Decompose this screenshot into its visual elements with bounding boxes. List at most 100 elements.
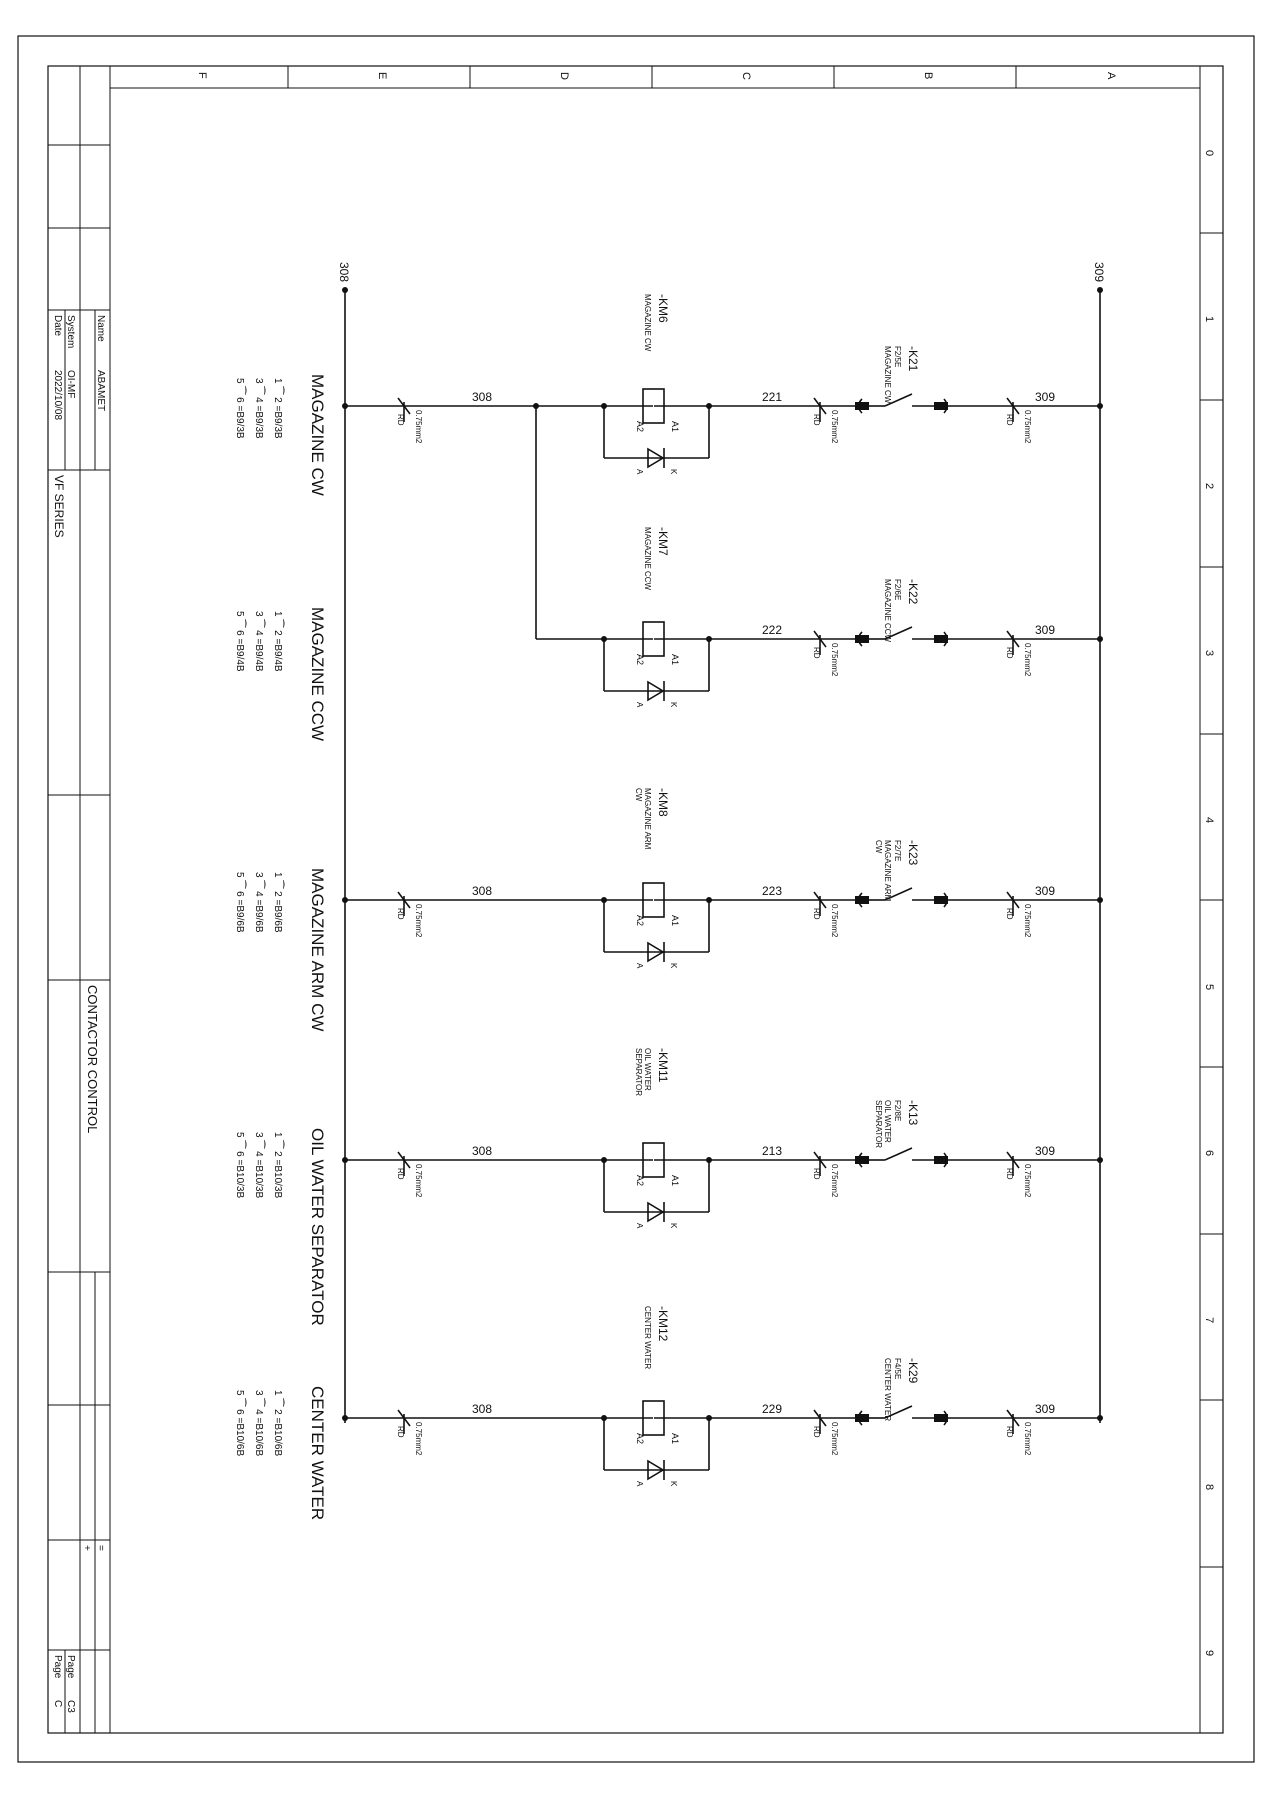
number-zone-strip [1200, 232, 1223, 1568]
contact-connector-left [855, 1414, 869, 1422]
junction-dot [1097, 1157, 1103, 1163]
coil-terminal-a1: A1 [670, 421, 680, 432]
system-value: OI-MF [65, 370, 76, 398]
coil-terminal-a1: A1 [670, 1175, 680, 1186]
zone-letter-B: B [922, 72, 934, 79]
zone-number-0: 0 [1203, 150, 1215, 156]
contact-connector-cup [943, 1152, 948, 1168]
contact-blade [884, 393, 913, 407]
wire-color-label: RD [1005, 1426, 1014, 1438]
coil-tag: -KM11 [656, 1048, 670, 1083]
contact-blade [884, 1147, 913, 1161]
coil-terminal-a2: A2 [635, 1433, 645, 1444]
wire-number-right: 309 [1035, 1402, 1055, 1416]
system-label: System [65, 315, 76, 348]
outer-frame [17, 35, 1255, 1763]
coil-tag: -KM8 [656, 788, 670, 817]
wire-number-left: 308 [472, 390, 492, 404]
contact-reference: F2/7E [893, 840, 902, 861]
wire-color-label: RD [1005, 414, 1014, 426]
coil-symbol [642, 388, 665, 424]
wire-spec-label: 0.75mm2 [414, 1422, 423, 1456]
wire-number-right: 309 [1035, 390, 1055, 404]
name-label: Name [95, 315, 106, 342]
wire-spec-label: 0.75mm2 [830, 1164, 839, 1198]
rung-title: MAGAZINE CW [308, 374, 327, 496]
diode-terminal-a: A [635, 702, 644, 708]
zone-number-7: 7 [1203, 1317, 1215, 1323]
rung-title: MAGAZINE ARM CW [308, 868, 327, 1031]
zone-number-4: 4 [1203, 817, 1215, 823]
aux-contact-ref: 3 ⁀ 4 =B10/3B [253, 1132, 266, 1198]
zone-number-6: 6 [1203, 1150, 1215, 1156]
contact-connector-right [934, 1156, 948, 1164]
wire-number-mid: 222 [762, 623, 782, 637]
date-label: Date [52, 315, 63, 337]
diode-terminal-k: K [669, 1481, 678, 1487]
contact-description: MAGAZINE CCW [883, 579, 892, 643]
junction-dot [1097, 897, 1103, 903]
junction-dot [533, 403, 539, 409]
contact-description: CW [874, 840, 883, 854]
contact-connector-cup [857, 892, 863, 908]
junction-dot [342, 403, 348, 409]
diode-symbol [647, 1201, 665, 1223]
wire-spec-label: 0.75mm2 [1023, 1164, 1032, 1198]
wire-number-mid: 221 [762, 390, 782, 404]
junction-dot [342, 1157, 348, 1163]
wire-number-left: 308 [472, 1144, 492, 1158]
contact-tag: -K22 [906, 579, 920, 605]
wire-number-mid: 213 [762, 1144, 782, 1158]
plus-sign: + [81, 1545, 92, 1551]
page-value-2: C [52, 1700, 63, 1707]
contact-description: MAGAZINE ARM [883, 840, 892, 902]
name-value: ABAMET [95, 370, 106, 411]
contact-connector-cup [857, 631, 863, 647]
contact-description: MAGAZINE CW [883, 346, 892, 404]
wire-color-label: RD [812, 908, 821, 920]
contact-tag: -K13 [906, 1100, 920, 1126]
wire-number-mid: 223 [762, 884, 782, 898]
wire-number-right: 309 [1035, 1144, 1055, 1158]
contact-connector-left [855, 635, 869, 643]
sheet-title: CONTACTOR CONTROL [85, 985, 100, 1133]
zone-number-9: 9 [1203, 1650, 1215, 1656]
coil-symbol [642, 1400, 665, 1436]
contact-connector-right [934, 1414, 948, 1422]
coil-terminal-a2: A2 [635, 915, 645, 926]
aux-contact-ref: 1 ⁀ 2 =B10/6B [272, 1390, 285, 1456]
coil-terminal-a2: A2 [635, 654, 645, 665]
coil-tag: -KM7 [656, 527, 670, 556]
right-rail-terminal [1097, 287, 1103, 293]
coil-description: MAGAZINE ARM [643, 788, 652, 850]
coil-description: OIL WATER [643, 1048, 652, 1091]
page-label-2: Page [52, 1655, 63, 1679]
wire-number-right: 309 [1035, 884, 1055, 898]
diode-terminal-a: A [635, 963, 644, 969]
zone-letter-F: F [196, 72, 208, 79]
left-potential-label: 308 [337, 262, 351, 282]
wire-number-left: 308 [472, 884, 492, 898]
contact-tag: -K23 [906, 840, 920, 866]
contact-tag: -K21 [906, 346, 920, 372]
diode-terminal-a: A [635, 1481, 644, 1487]
wire-color-label: RD [812, 647, 821, 659]
wire-spec-label: 0.75mm2 [414, 904, 423, 938]
contact-reference: F2/5E [893, 346, 902, 367]
zone-letter-C: C [740, 72, 752, 80]
contact-connector-right [934, 402, 948, 410]
wire-color-label: RD [812, 1426, 821, 1438]
wire-spec-label: 0.75mm2 [414, 1164, 423, 1198]
coil-terminal-a1: A1 [670, 915, 680, 926]
zone-letter-A: A [1105, 72, 1117, 80]
junction-dot [342, 897, 348, 903]
contact-tag: -K29 [906, 1358, 920, 1384]
diode-symbol [647, 680, 665, 702]
contact-description: SEPARATOR [874, 1100, 883, 1148]
contact-connector-cup [943, 398, 948, 414]
contact-reference: F4/5E [893, 1358, 902, 1379]
wire-spec-label: 0.75mm2 [1023, 643, 1032, 677]
